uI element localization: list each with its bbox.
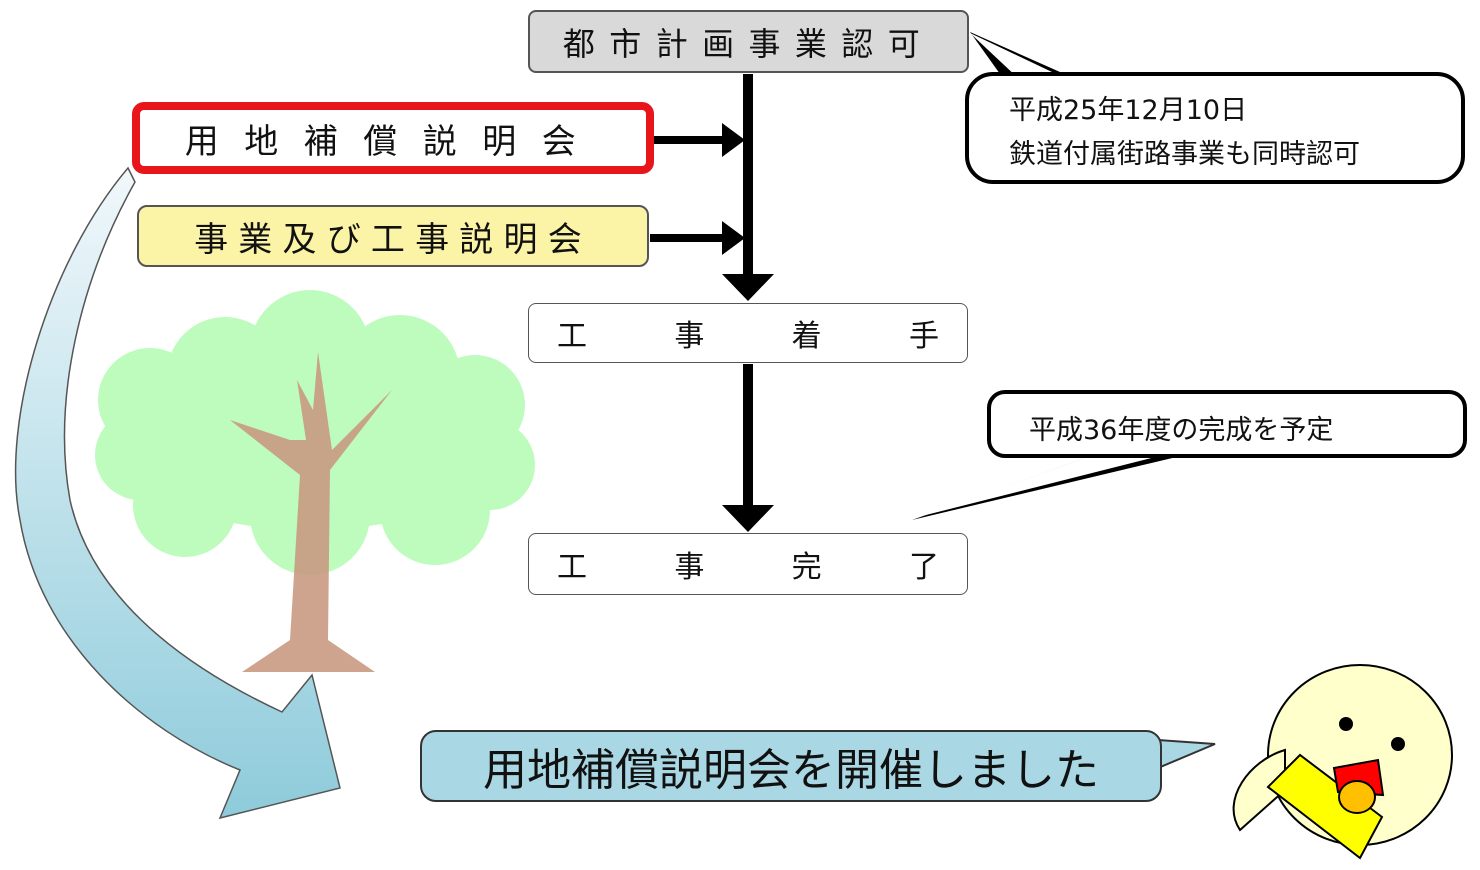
curved-arrow-icon bbox=[14, 166, 341, 820]
approval-callout: 平成25年12月10日 鉄道付属街路事業も同時認可 bbox=[965, 72, 1465, 184]
start-char-2: 事 bbox=[674, 319, 705, 354]
end-char-2: 事 bbox=[674, 550, 705, 585]
land-briefing-label: 用地補償説明会 bbox=[184, 121, 602, 162]
announcement-bubble: 用地補償説明会を開催しました bbox=[420, 730, 1162, 802]
approval-label: 都市計画事業認可 bbox=[562, 24, 935, 63]
mascot-character bbox=[1232, 664, 1453, 860]
completion-callout: 平成36年度の完成を予定 bbox=[987, 390, 1467, 458]
land-briefing-box: 用地補償説明会 bbox=[132, 102, 654, 174]
end-char-1: 工 bbox=[557, 550, 587, 585]
approval-note: 鉄道付属街路事業も同時認可 bbox=[1009, 139, 1360, 170]
start-char-3: 着 bbox=[791, 319, 822, 354]
approval-box: 都市計画事業認可 bbox=[528, 10, 969, 73]
start-char-4: 手 bbox=[908, 319, 939, 354]
works-briefing-label: 事業及び工事説明会 bbox=[194, 219, 592, 260]
construction-start-box: 工 事 着 手 bbox=[528, 303, 968, 363]
start-char-1: 工 bbox=[557, 319, 587, 354]
end-char-4: 了 bbox=[908, 550, 939, 585]
works-briefing-box: 事業及び工事説明会 bbox=[137, 205, 649, 267]
end-char-3: 完 bbox=[791, 550, 822, 585]
tree-illustration bbox=[95, 290, 535, 672]
approval-date: 平成25年12月10日 bbox=[1009, 95, 1248, 126]
announcement-text: 用地補償説明会を開催しました bbox=[483, 745, 1099, 796]
flow-arrows bbox=[650, 74, 774, 532]
completion-plan: 平成36年度の完成を予定 bbox=[1029, 415, 1334, 446]
construction-end-box: 工 事 完 了 bbox=[528, 533, 968, 595]
